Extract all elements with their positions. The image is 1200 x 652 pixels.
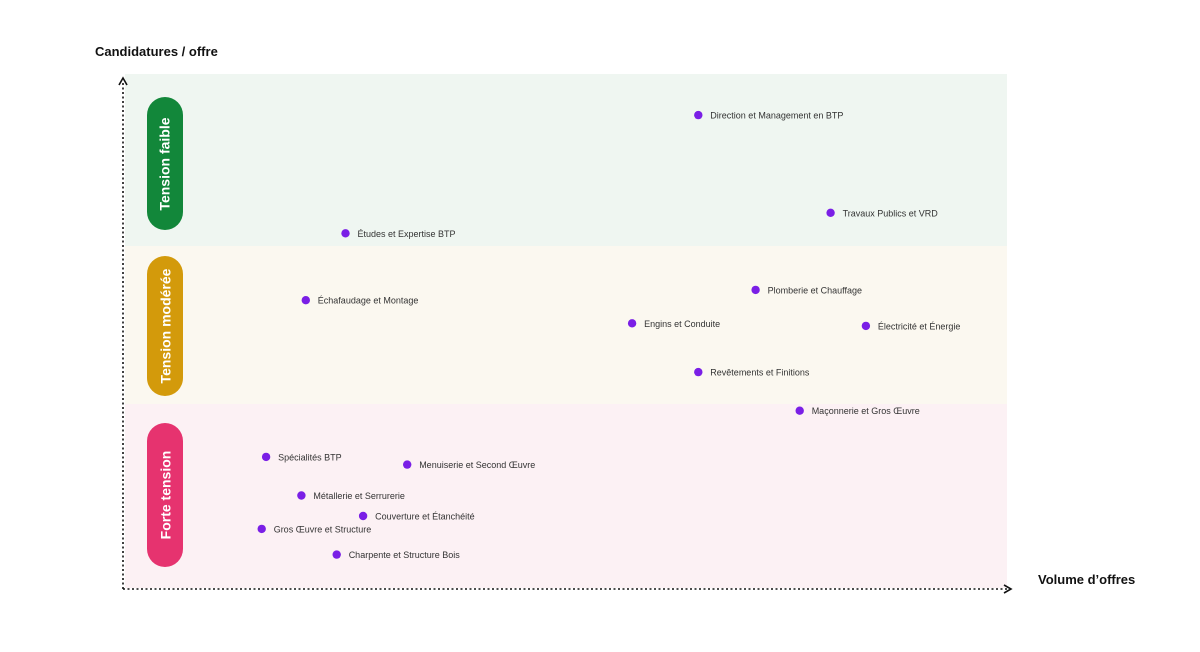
data-point	[301, 296, 310, 305]
data-point	[795, 406, 804, 415]
data-point-label: Couverture et Étanchéité	[375, 512, 475, 522]
data-point	[694, 110, 703, 120]
data-point-label: Revêtements et Finitions	[710, 368, 810, 378]
data-point	[627, 319, 637, 328]
data-point-label: Plomberie et Chauffage	[768, 285, 862, 295]
zone-label-tension-moderee: Tension modérée	[147, 256, 183, 396]
zone-band-tension-faible	[125, 74, 1007, 246]
data-point-label: Charpente et Structure Bois	[349, 550, 461, 560]
data-point-label: Métallerie et Serrurerie	[313, 491, 405, 501]
zone-band-forte-tension	[125, 404, 1007, 588]
data-point	[261, 452, 271, 462]
zone-band-tension-moderee	[125, 246, 1007, 404]
data-point	[403, 460, 412, 469]
data-point	[257, 524, 266, 534]
data-point-label: Spécialités BTP	[278, 452, 342, 462]
data-point-label: Gros Œuvre et Structure	[274, 524, 372, 534]
data-point-label: Maçonnerie et Gros Œuvre	[812, 406, 920, 416]
data-point-label: Électricité et Énergie	[878, 321, 961, 331]
y-axis-arrowhead	[118, 76, 128, 86]
data-point	[332, 550, 341, 559]
y-axis-title: Candidatures / offre	[95, 44, 218, 59]
data-point-label: Travaux Publics et VRD	[843, 208, 939, 218]
data-point-label: Échafaudage et Montage	[318, 296, 419, 306]
x-axis-title: Volume d’offres	[1038, 572, 1136, 587]
data-points: Direction et Management en BTP Travaux Pu…	[257, 110, 961, 560]
zone-label-forte-tension: Forte tension	[147, 423, 183, 567]
data-point	[297, 491, 306, 500]
data-point-label: Direction et Management en BTP	[710, 111, 843, 121]
data-point	[826, 208, 835, 217]
x-axis-arrowhead	[1003, 584, 1013, 594]
data-point	[861, 321, 871, 331]
data-point-label: Menuiserie et Second Œuvre	[419, 460, 535, 470]
data-point	[751, 285, 760, 295]
data-point	[341, 229, 350, 238]
data-point-label: Engins et Conduite	[644, 319, 720, 329]
data-point	[358, 511, 368, 521]
data-point-label: Études et Expertise BTP	[358, 229, 456, 239]
data-point	[694, 367, 703, 377]
zone-label-tension-faible: Tension faible	[147, 97, 183, 230]
